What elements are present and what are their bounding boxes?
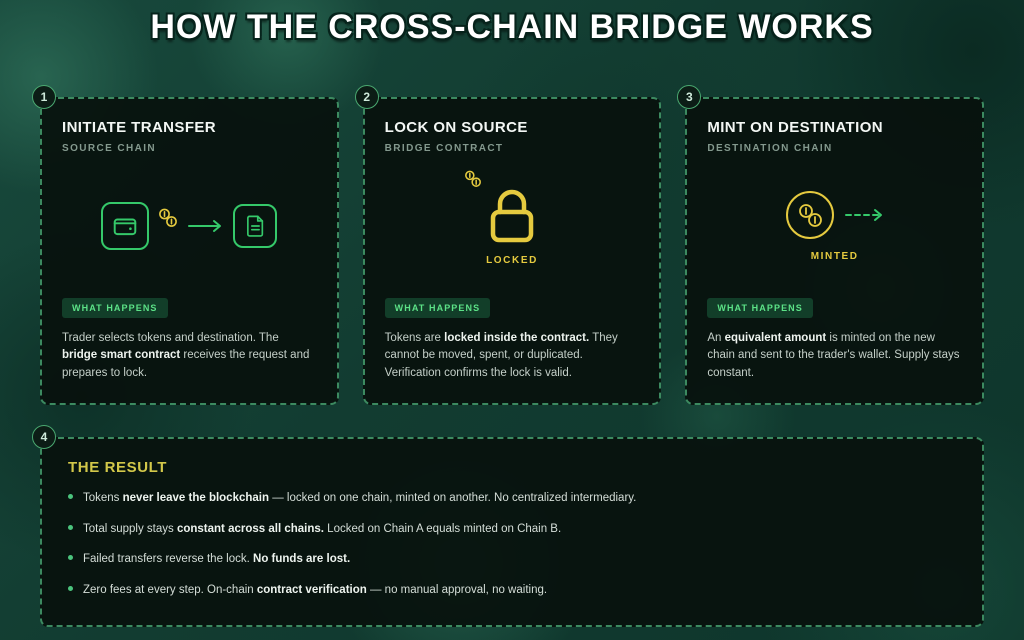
what-happens-badge: WHAT HAPPENS	[62, 297, 168, 318]
contract-document-icon	[233, 203, 278, 248]
page-title: HOW THE CROSS-CHAIN BRIDGE WORKS	[150, 8, 874, 46]
step-description: An equivalent amount is minted on the ne…	[707, 331, 960, 380]
result-number-badge: 4	[32, 425, 56, 449]
wallet-icon	[101, 201, 150, 250]
bullet-text: Zero fees at every step. On-chain contra…	[83, 584, 548, 597]
step-title: LOCK ON SOURCE	[384, 119, 528, 136]
result-bullet: Total supply stays constant across all c…	[68, 521, 956, 538]
bullet-dot-icon	[68, 555, 73, 561]
step-number-badge: 3	[677, 85, 702, 109]
what-happens-badge: WHAT HAPPENS	[707, 297, 813, 318]
bullet-dot-icon	[68, 586, 73, 592]
step-subtitle: DESTINATION CHAIN	[707, 143, 833, 154]
bullet-text: Tokens never leave the blockchain — lock…	[83, 492, 637, 504]
step-icon-zone	[62, 154, 317, 298]
step-card-lock-on-source: 2 LOCK ON SOURCE BRIDGE CONTRACT	[354, 85, 662, 405]
result-bullet: Zero fees at every step. On-chain contra…	[68, 582, 956, 599]
what-happens-badge: WHAT HAPPENS	[384, 297, 491, 318]
minted-coins-circle-icon	[784, 189, 836, 241]
step-title: MINT ON DESTINATION	[707, 119, 883, 136]
locked-caption: LOCKED	[486, 255, 538, 267]
result-bullet: Tokens never leave the blockchain — lock…	[68, 490, 956, 507]
coins-icon	[157, 207, 179, 229]
coins-icon	[463, 169, 483, 189]
bullet-text: Total supply stays constant across all c…	[83, 522, 562, 535]
step-icon-zone: MINTED	[707, 154, 962, 298]
padlock-icon	[465, 170, 543, 245]
arrow-right-icon	[187, 218, 225, 234]
step-description: Tokens are locked inside the contract. T…	[384, 331, 618, 380]
step-subtitle: SOURCE CHAIN	[62, 143, 157, 154]
bullet-dot-icon	[68, 524, 73, 530]
step-card-initiate-transfer: 1 INITIATE TRANSFER SOURCE CHAIN	[32, 85, 339, 405]
step-icon-zone: LOCKED	[385, 154, 640, 298]
dashed-arrow-right-icon	[844, 207, 886, 223]
step-subtitle: BRIDGE CONTRACT	[384, 143, 504, 154]
step-card-mint-on-destination: 3 MINT ON DESTINATION DESTINATION CHAIN	[677, 85, 985, 405]
mint-illustration	[784, 189, 886, 241]
bullet-dot-icon	[68, 494, 73, 499]
step-number-badge: 2	[354, 85, 379, 109]
result-bullet: Failed transfers reverse the lock. No fu…	[68, 551, 956, 568]
result-bullet-list: Tokens never leave the blockchain — lock…	[68, 490, 956, 599]
result-card: 4 THE RESULT Tokens never leave the bloc…	[32, 425, 984, 627]
result-title: THE RESULT	[68, 459, 168, 476]
steps-row: 1 INITIATE TRANSFER SOURCE CHAIN	[32, 85, 985, 405]
minted-caption: MINTED	[810, 251, 859, 263]
step-description: Trader selects tokens and destination. T…	[62, 331, 310, 380]
header: HOW THE CROSS-CHAIN BRIDGE WORKS	[0, 0, 1024, 47]
bullet-text: Failed transfers reverse the lock. No fu…	[83, 553, 351, 566]
transfer-flow-illustration	[101, 201, 278, 250]
step-number-badge: 1	[32, 85, 56, 109]
step-title: INITIATE TRANSFER	[62, 119, 217, 136]
